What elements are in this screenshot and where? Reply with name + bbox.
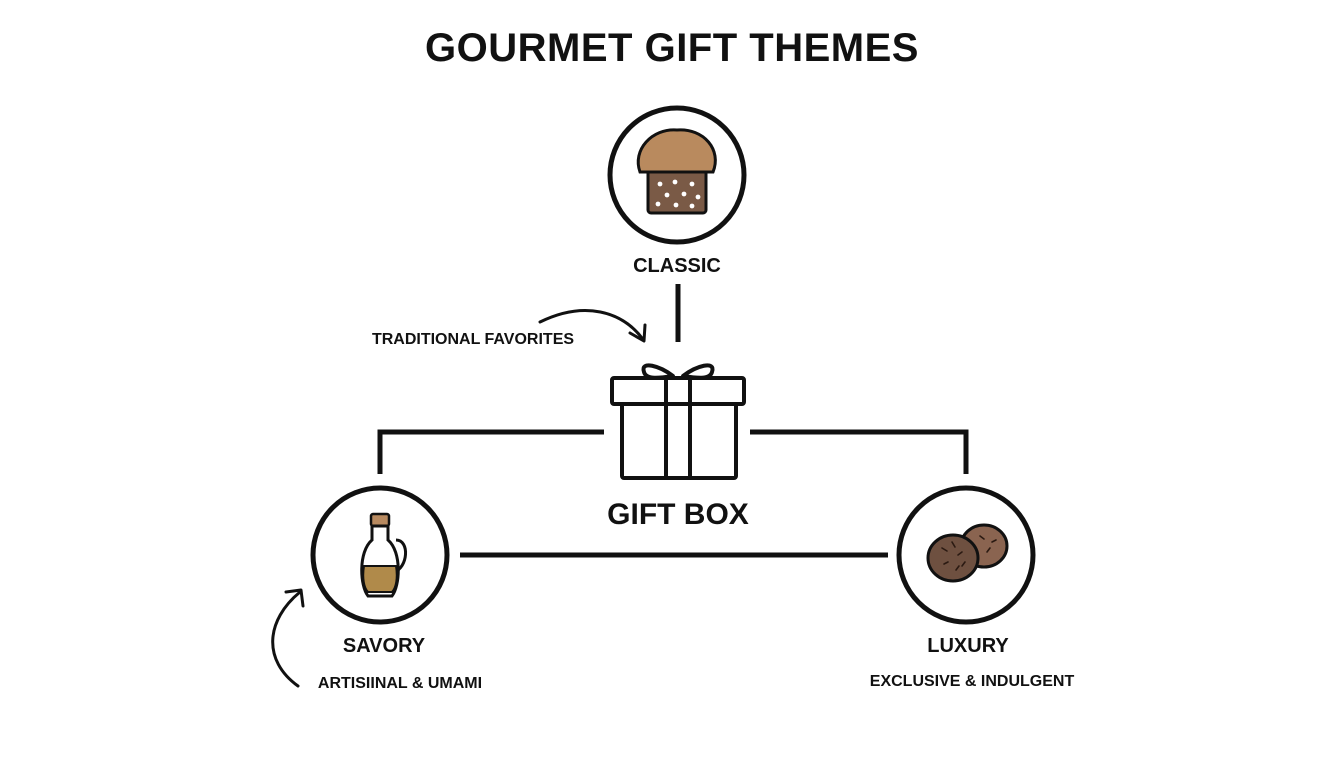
savory-label: SAVORY (342, 635, 426, 657)
gift-box-icon[interactable] (610, 363, 746, 480)
connector-lines (377, 284, 969, 558)
classic-note: TRADITIONAL FAVORITES (371, 331, 575, 348)
luxury-label: LUXURY (927, 635, 1009, 657)
luxury-connector (750, 429, 969, 474)
classic-label: CLASSIC (633, 255, 721, 277)
savory-connector (377, 429, 604, 474)
savory-note: ARTISIINAL & UMAMI (317, 675, 483, 692)
savory-note-arrow (271, 590, 302, 688)
bow-left (641, 363, 675, 380)
panettone-icon (636, 128, 717, 215)
luxury-note: EXCLUSIVE & INDULGENT (869, 673, 1075, 690)
box-lid (610, 376, 746, 406)
truffle-icon (926, 523, 1009, 583)
arrows (271, 309, 647, 688)
oil-bottle-icon (360, 512, 407, 598)
luxury-node[interactable] (896, 485, 1036, 625)
savory-node[interactable] (310, 485, 450, 625)
savory-note-arrowhead (284, 588, 305, 608)
classic-note-arrow (538, 309, 644, 340)
box-body (620, 402, 738, 480)
classic-note-arrowhead (628, 323, 647, 343)
bow-right (681, 363, 715, 380)
page-title: GOURMET GIFT THEMES (425, 26, 919, 70)
classic-node[interactable] (607, 105, 747, 245)
gift-box-label: GIFT BOX (607, 498, 749, 531)
